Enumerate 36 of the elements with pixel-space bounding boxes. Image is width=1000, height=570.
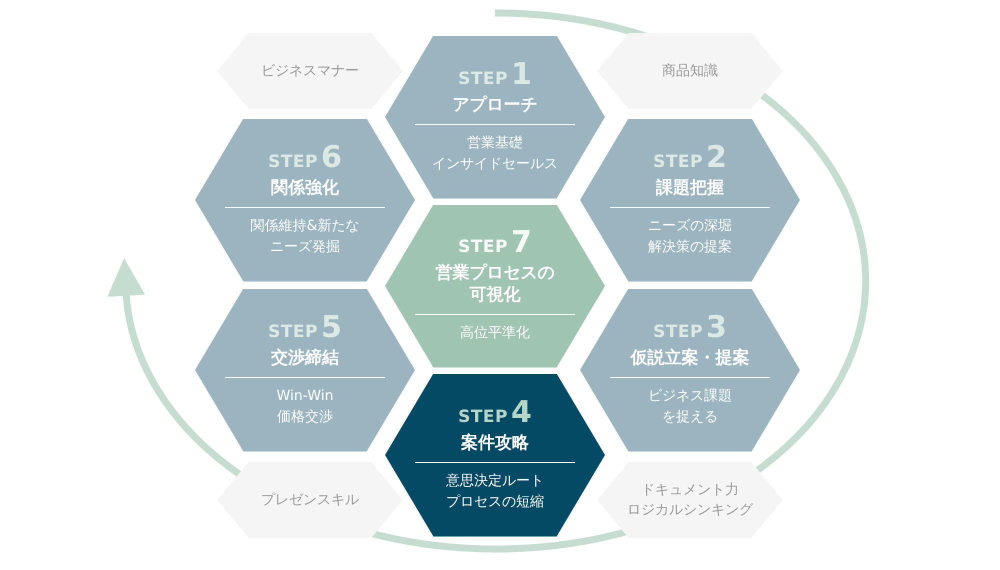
- step-title: アプローチ: [452, 94, 538, 116]
- step-description: 解決策の提案: [648, 238, 732, 257]
- step-label: STEP: [458, 69, 508, 90]
- skill-label: ビジネスマナー: [261, 62, 359, 81]
- step-label: STEP: [268, 152, 318, 172]
- step-description: 関係維持&新たなニーズ発掘: [250, 217, 360, 257]
- step-description: インサイドセールス: [432, 154, 558, 174]
- step-description: 意思決定ルートプロセスの短縮: [445, 472, 545, 512]
- step-description: ビジネス課題を捉える: [647, 387, 733, 427]
- step-description: ニーズの深堀: [648, 217, 732, 236]
- skill-label: ロジカルシンキング: [627, 501, 753, 520]
- step-title: 課題把握: [656, 177, 724, 200]
- step-number: 5: [321, 313, 342, 344]
- step-number: 4: [511, 398, 532, 428]
- step-label: STEP: [653, 322, 704, 342]
- step-label: STEP: [458, 237, 508, 258]
- step-number: 1: [511, 60, 532, 90]
- step-number: 2: [706, 143, 727, 174]
- skill-label: 商品知識: [662, 62, 718, 81]
- step-description: 営業基礎: [467, 134, 523, 154]
- step-description: Win-Win: [276, 387, 334, 406]
- step-label: STEP: [653, 152, 704, 172]
- step-title: 案件攻略: [461, 432, 529, 454]
- step-label: STEP: [268, 322, 318, 342]
- step-description: 高位平準化: [460, 324, 530, 344]
- step-title: 仮説立案・提案: [630, 347, 750, 370]
- skill-label: プレゼンスキル: [261, 490, 359, 510]
- step-title: 交渉締結: [271, 347, 339, 370]
- step-description: 価格交渉: [277, 408, 333, 427]
- step-number: 6: [321, 143, 342, 174]
- skill-label: ドキュメント力: [641, 480, 739, 500]
- step-number: 3: [706, 313, 727, 344]
- step-title: 営業プロセスの可視化: [434, 262, 556, 306]
- step-label: STEP: [458, 407, 508, 428]
- step-title: 関係強化: [271, 177, 339, 200]
- step-number: 7: [511, 228, 532, 258]
